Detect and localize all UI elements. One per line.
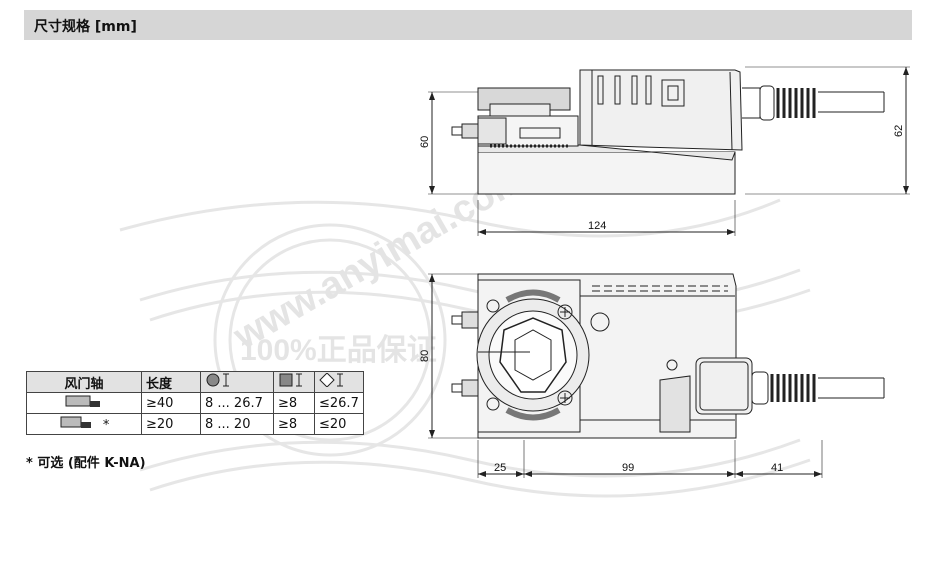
shaft-short-icon (59, 416, 103, 433)
row1-square: ≥8 (273, 392, 315, 414)
side-view (428, 66, 910, 236)
round-shaft-icon (205, 373, 231, 387)
table-row: ≥40 8 ... 26.7 ≥8 ≤26.7 (26, 392, 364, 414)
row2-square: ≥8 (273, 413, 315, 435)
footnote: * 可选 (配件 K-NA) (26, 456, 146, 471)
row1-length: ≥40 (141, 392, 201, 414)
top-view (428, 273, 885, 478)
dim-side-length: 124 (588, 220, 606, 232)
dim-side-height-right: 62 (893, 125, 905, 137)
row2-length: ≥20 (141, 413, 201, 435)
row1-round: 8 ... 26.7 (200, 392, 274, 414)
row2-star: * (102, 418, 110, 433)
square-shaft-icon (278, 373, 304, 387)
dim-side-height-left: 60 (419, 136, 431, 148)
dim-top-left: 25 (494, 462, 506, 474)
header-length: 长度 (141, 371, 201, 393)
shaft-long-icon (64, 395, 104, 412)
dim-top-middle: 99 (622, 462, 634, 474)
section-title: 尺寸规格 [mm] (34, 19, 137, 35)
row1-diamond: ≤26.7 (314, 392, 364, 414)
table-row: * ≥20 8 ... 20 ≥8 ≤20 (26, 413, 364, 435)
shaft-spec-table: 风门轴 长度 ≥40 8 ... 26.7 ≥8 ≤26.7 (26, 371, 364, 435)
row2-round: 8 ... 20 (200, 413, 274, 435)
header-shaft: 风门轴 (26, 371, 142, 393)
table-header-row: 风门轴 长度 (26, 371, 364, 393)
diamond-shaft-icon (319, 373, 345, 387)
dim-top-right: 41 (771, 462, 783, 474)
row2-diamond: ≤20 (314, 413, 364, 435)
dim-top-height: 80 (419, 350, 431, 362)
section-header: 尺寸规格 [mm] (24, 10, 912, 40)
